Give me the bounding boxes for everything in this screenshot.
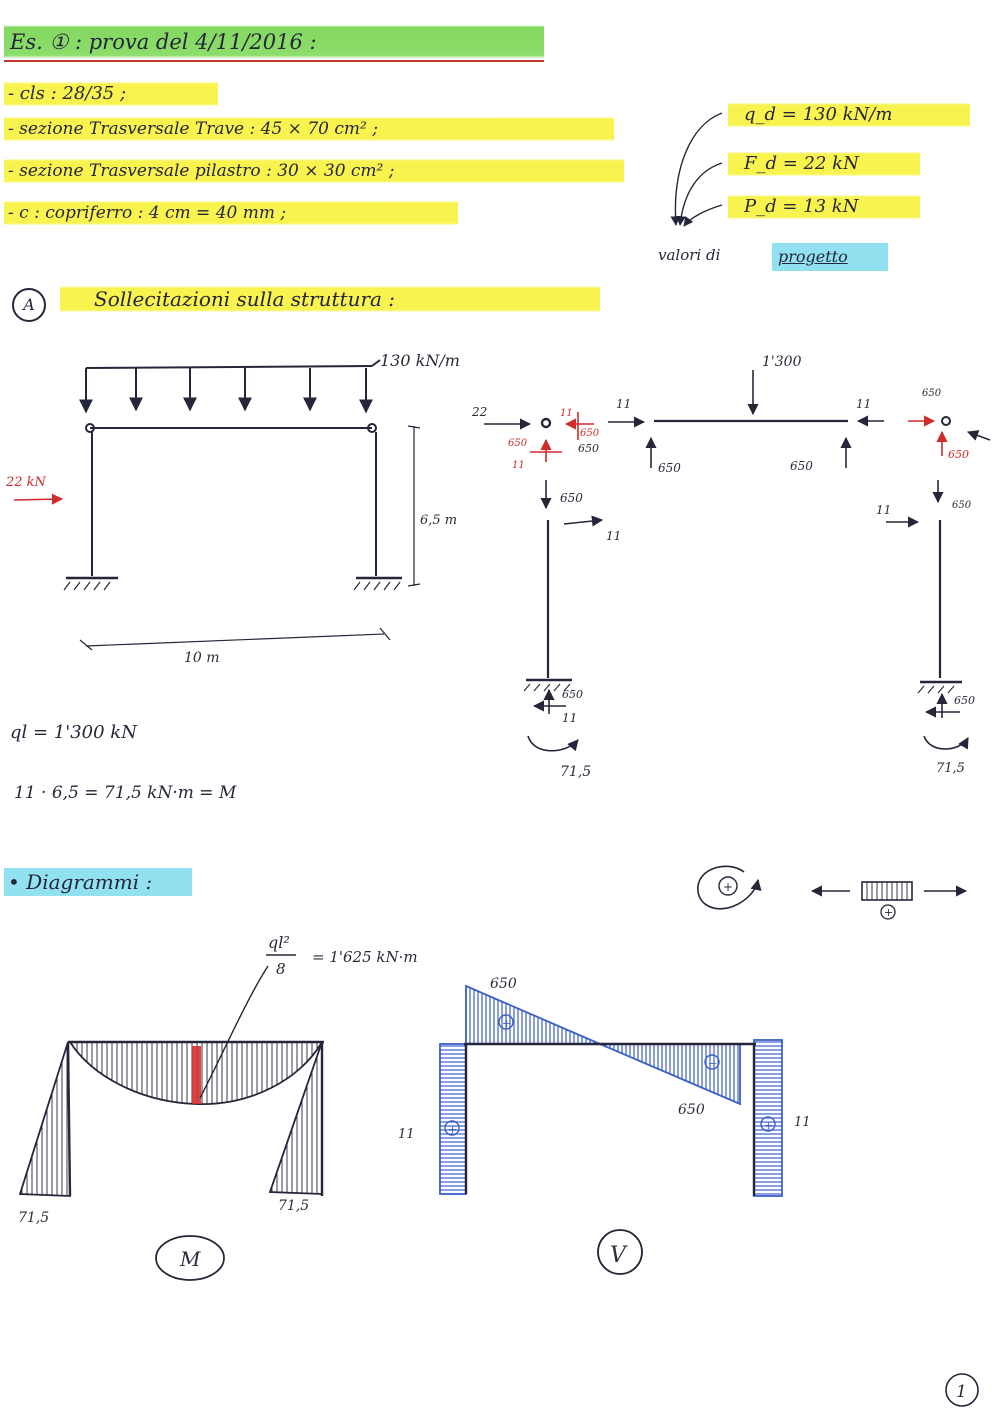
moment-formula-top: ql² (268, 933, 290, 952)
moment-right-value: 71,5 (278, 1198, 309, 1214)
page-number: 1 (956, 1382, 967, 1402)
fbd-left-col-11: 11 (606, 529, 621, 543)
design-value-qd: q_d = 130 kN/m (728, 101, 970, 129)
frame-force-label: 22 kN (5, 475, 47, 490)
free-body-diagram (484, 370, 991, 752)
calc-moment: 11 · 6,5 = 71,5 kN·m = M (14, 783, 237, 803)
frame-span-label: 10 m (184, 650, 220, 666)
fbd-right-base-moment: 71,5 (936, 761, 965, 776)
sign-conventions (697, 865, 968, 920)
design-values-note-word: progetto (772, 243, 888, 271)
page-number-circle (945, 1373, 979, 1407)
diagrams-title: • Diagrammi : (4, 868, 192, 896)
data-line-beam-section: - sezione Trasversale Trave : 45 × 70 cm… (4, 115, 614, 143)
shear-sign-plus-right: + (764, 1119, 773, 1132)
fbd-beam-react-left: 650 (658, 461, 681, 475)
fbd-red-650-left: 650 (508, 438, 528, 449)
section-a-title: Sollecitazioni sulla struttura : (60, 284, 600, 314)
shear-top-value: 650 (490, 976, 517, 992)
shear-diagram-label: V (610, 1243, 628, 1268)
shear-bottom-value: 650 (678, 1102, 705, 1118)
shear-left-value: 11 (398, 1127, 415, 1142)
fbd-left-h: 22 (471, 405, 487, 419)
fbd-right-col-650: 650 (952, 500, 972, 511)
calc-ql: ql = 1'300 kN (10, 722, 137, 743)
fbd-left-col-650: 650 (560, 491, 583, 505)
shear-diagram (439, 984, 783, 1275)
frame-load-label: 130 kN/m (380, 351, 460, 370)
data-line-cover: - c : copriferro : 4 cm = 40 mm ; (4, 199, 458, 227)
moment-diagram-label: M (179, 1247, 201, 1271)
fbd-right-col-11: 11 (876, 503, 891, 517)
fbd-red-650-under: 650 (580, 428, 600, 439)
portal-frame (63, 359, 421, 651)
fbd-right-red-650: 650 (948, 448, 969, 461)
fbd-left-base-moment: 71,5 (560, 764, 591, 780)
fbd-beam-axial-left: 11 (616, 397, 631, 411)
page-title: Es. ① : prova del 4/11/2016 : (4, 22, 544, 62)
fbd-left-base-650: 650 (562, 688, 583, 701)
fbd-labels: 22 11 650 650 11 650 11 1'300 11 650 650… (471, 354, 975, 780)
data-line-cls: - cls : 28/35 ; (4, 80, 218, 108)
horizontal-force-arrow (13, 493, 64, 505)
data-line-column-section: - sezione Trasversale pilastro : 30 × 30… (4, 157, 624, 185)
shear-right-value: 11 (794, 1115, 811, 1130)
fbd-joint-650: 650 (578, 442, 599, 455)
shear-sign-plus-top: + (502, 1017, 511, 1030)
moment-diagram (18, 965, 324, 1281)
sign-axial-plus: + (884, 906, 893, 919)
moment-formula-value: = 1'625 kN·m (312, 948, 418, 966)
fbd-beam-axial-right: 11 (856, 397, 871, 411)
moment-left-value: 71,5 (18, 1210, 49, 1226)
moment-formula-bottom: 8 (276, 960, 286, 978)
sign-moment-plus: + (723, 880, 733, 894)
frame-height-label: 6,5 m (420, 513, 457, 528)
fbd-beam-react-right: 650 (790, 459, 813, 473)
fbd-left-base-11: 11 (562, 711, 577, 725)
fbd-red-11-top: 11 (560, 408, 573, 419)
fbd-red-arrows (530, 412, 948, 462)
section-a-marker: A (12, 288, 46, 322)
design-values-note-prefix: valori di (658, 246, 721, 264)
shear-sign-plus-left: + (448, 1123, 457, 1136)
design-value-fd: F_d = 22 kN (728, 150, 920, 178)
shear-sign-minus: − (708, 1057, 717, 1070)
fbd-right-top-650: 650 (922, 388, 942, 399)
fbd-right-base-650: 650 (954, 694, 975, 707)
design-value-pd: P_d = 13 kN (728, 193, 920, 221)
fbd-red-11-low: 11 (512, 460, 525, 471)
design-values-arrows (670, 112, 723, 227)
fbd-beam-load: 1'300 (762, 354, 802, 370)
